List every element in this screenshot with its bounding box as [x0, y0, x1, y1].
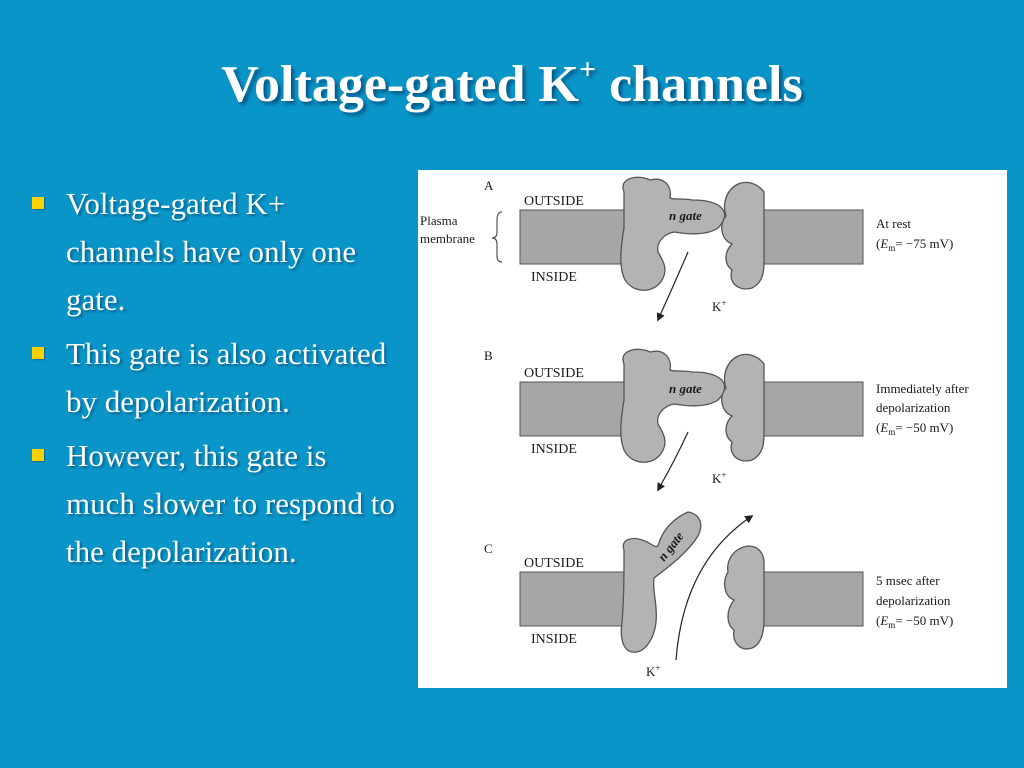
bullet-item: This gate is also activated by depolariz… — [30, 330, 400, 426]
ion-label: K+ — [646, 663, 660, 679]
bullet-text: This gate is also activated by depolariz… — [66, 336, 387, 419]
gate-label: n gate — [669, 381, 702, 396]
panel-letter: A — [484, 178, 494, 193]
panel-a: A OUTSIDE INSIDE n gate K+ At rest (Em= … — [484, 176, 953, 322]
membrane-label-line2: membrane — [420, 231, 475, 246]
bullet-text: Voltage-gated K+ channels have only one … — [66, 186, 357, 317]
membrane-label-line1: Plasma — [420, 213, 458, 228]
membrane-brace — [491, 211, 503, 263]
panel-letter: B — [484, 348, 493, 363]
bullet-list: Voltage-gated K+ channels have only one … — [30, 180, 400, 582]
outside-label: OUTSIDE — [524, 366, 584, 381]
membrane-left — [519, 381, 625, 437]
title-main: Voltage-gated K — [221, 55, 579, 113]
panel-c: C OUTSIDE INSIDE n gate K+ 5 msec after … — [484, 511, 953, 679]
square-bullet-icon — [32, 197, 44, 209]
bullet-text: However, this gate is much slower to res… — [66, 438, 395, 569]
slide-title: Voltage-gated K+ channels — [0, 53, 1024, 117]
bullet-item: However, this gate is much slower to res… — [30, 432, 400, 576]
state-label-line1: 5 msec after — [876, 573, 940, 588]
outside-label: OUTSIDE — [524, 556, 584, 571]
state-label-line1: Immediately after — [876, 381, 969, 396]
membrane-left — [519, 209, 625, 265]
state-label-line2: depolarization — [876, 400, 951, 415]
title-tail: channels — [596, 55, 803, 113]
inside-label: INSIDE — [531, 270, 577, 285]
channel-protein-right — [721, 353, 765, 462]
inside-label: INSIDE — [531, 442, 577, 457]
panel-b: B OUTSIDE INSIDE n gate K+ Immediately a… — [484, 348, 969, 492]
membrane-right — [763, 571, 864, 627]
gate-label: n gate — [669, 208, 702, 223]
ion-label: K+ — [712, 298, 726, 314]
ion-label: K+ — [712, 470, 726, 486]
membrane-potential-label: (Em= −50 mV) — [876, 420, 953, 437]
channel-protein-left — [620, 348, 726, 463]
membrane-right — [763, 209, 864, 265]
membrane-potential-label: (Em= −50 mV) — [876, 613, 953, 630]
ion-flow-arrow — [675, 515, 754, 661]
inside-label: INSIDE — [531, 632, 577, 647]
membrane-potential-label: (Em= −75 mV) — [876, 236, 953, 253]
state-label-line2: depolarization — [876, 593, 951, 608]
state-label-line1: At rest — [876, 216, 911, 231]
outside-label: OUTSIDE — [524, 194, 584, 209]
title-superscript: + — [578, 52, 597, 86]
channel-protein-left — [620, 176, 726, 291]
channel-protein-left — [620, 511, 702, 653]
channel-protein-right — [723, 545, 765, 650]
square-bullet-icon — [32, 449, 44, 461]
ion-flow-arrow — [656, 251, 689, 322]
channel-diagram-svg: Plasma membrane A OUTSIDE INSIDE n gate … — [420, 176, 969, 679]
channel-protein-right — [721, 181, 765, 290]
channel-diagram: Plasma membrane A OUTSIDE INSIDE n gate … — [418, 170, 1007, 688]
bullet-item: Voltage-gated K+ channels have only one … — [30, 180, 400, 324]
panel-letter: C — [484, 541, 493, 556]
membrane-left — [519, 571, 625, 627]
square-bullet-icon — [32, 347, 44, 359]
membrane-right — [763, 381, 864, 437]
ion-flow-arrow — [657, 431, 689, 492]
